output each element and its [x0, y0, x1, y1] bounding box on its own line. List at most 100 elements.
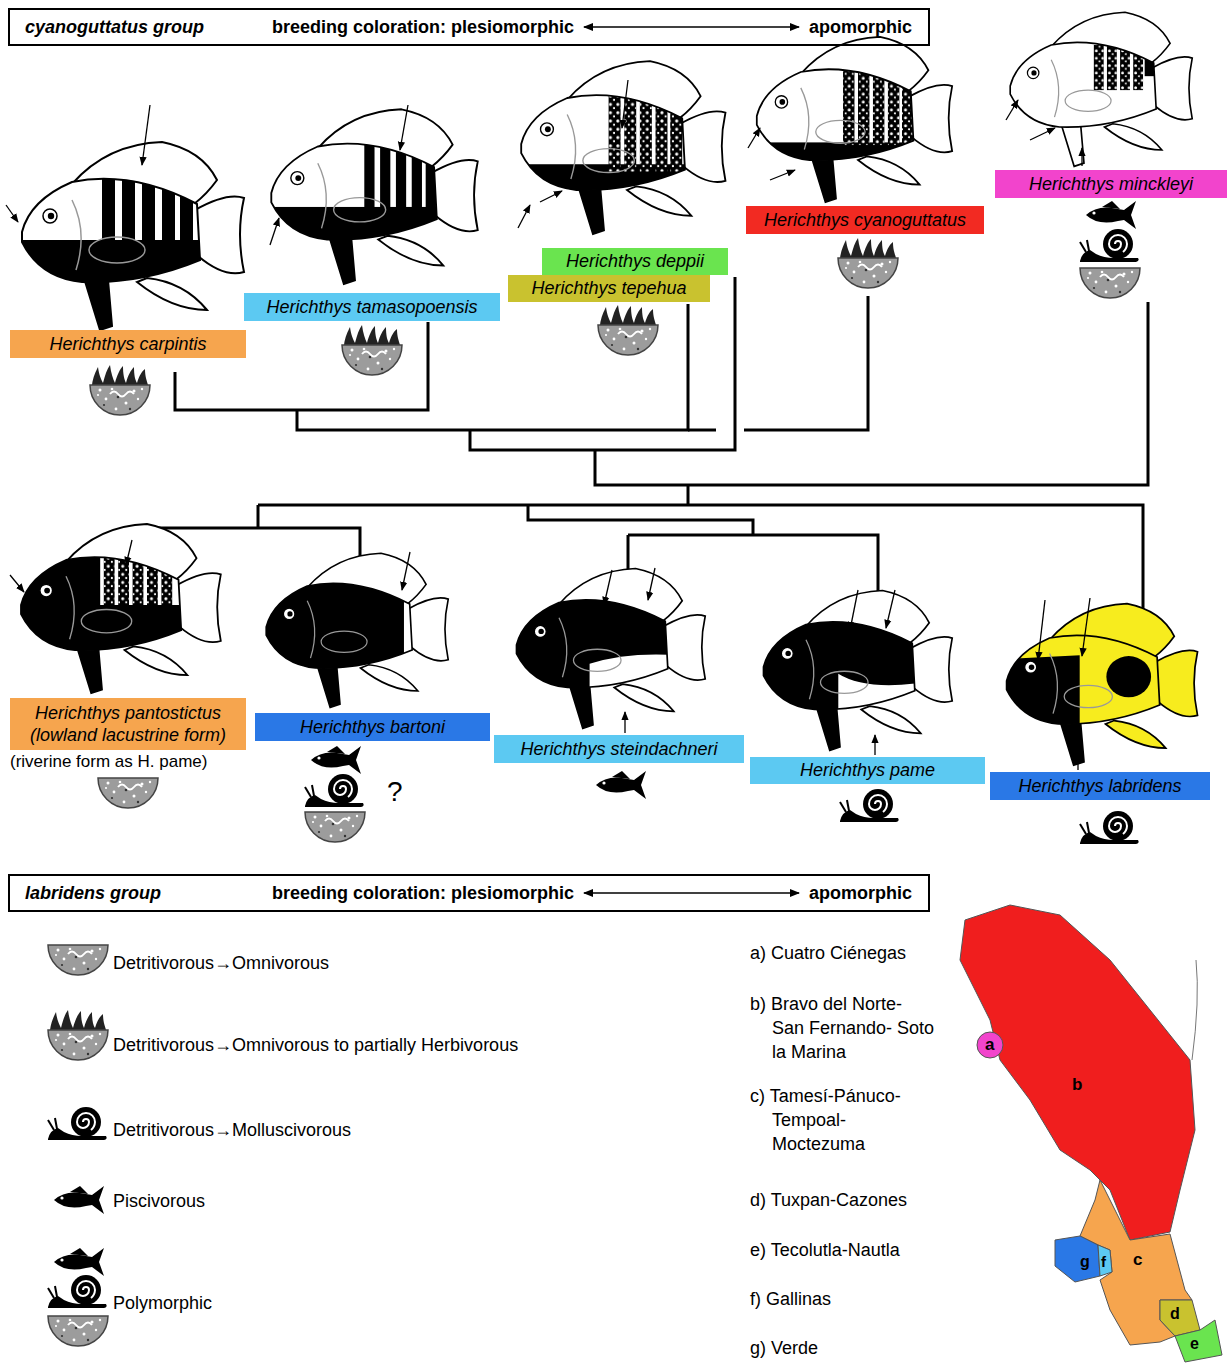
- pointer-arrow: [142, 105, 150, 165]
- fish-cyanoguttatus: [757, 69, 914, 160]
- diet-icon: [840, 789, 899, 822]
- fish-minckleyi: [1133, 45, 1143, 90]
- legend-entry: Detritivorous→Omnivorous to partially He…: [113, 1034, 518, 1056]
- fish-pame: [764, 622, 915, 710]
- phylogeny-tree: [297, 304, 688, 430]
- coloration-scale-label: breeding coloration: plesiomorphic: [272, 17, 574, 38]
- fish-tamasopoensis: [262, 109, 485, 284]
- legend-text: Detritivorous→Omnivorous: [113, 953, 329, 973]
- phylogeny-tree: [470, 277, 735, 450]
- diet-icon: [1080, 229, 1139, 262]
- pointer-arrow: [624, 712, 625, 733]
- pointer-arrow: [850, 590, 858, 630]
- coloration-scale-label: apomorphic: [809, 17, 912, 38]
- fish-deppii: [512, 93, 733, 219]
- phylogeny-tree: [744, 296, 868, 430]
- fish-pantostictus: [104, 551, 115, 614]
- fish-cyanoguttatus: [748, 70, 959, 195]
- phylogeny-tree: [257, 505, 260, 528]
- fish-tamasopoensis: [412, 137, 422, 249]
- species-label-box: Herichthys pantostictus (lowland lacustr…: [10, 698, 246, 750]
- diet-icon: [838, 258, 898, 288]
- legend-icon: [50, 1010, 106, 1030]
- uncertainty-mark: ?: [387, 777, 403, 807]
- drainage-map: [960, 905, 1222, 1362]
- drainage-map: [1175, 1320, 1222, 1362]
- drainage-key: e) Tecolutla-Nautla: [750, 1238, 935, 1262]
- species-name: Herichthys tepehua: [531, 278, 686, 299]
- coloration-scale-label: apomorphic: [809, 883, 912, 904]
- diet-icon: [311, 746, 361, 774]
- pointer-arrow: [402, 552, 410, 590]
- fish-minckleyi: [1133, 45, 1143, 90]
- pointer-arrow: [1030, 128, 1055, 140]
- fish-bartoni: [317, 665, 340, 708]
- fish-tamasopoensis: [364, 137, 374, 249]
- map-letter: a: [985, 1033, 994, 1057]
- pointer-arrow: [1038, 600, 1045, 660]
- species-label-box: Herichthys tepehua: [508, 275, 710, 302]
- fish-minckleyi: [1094, 45, 1104, 90]
- map-letter: f: [1101, 1250, 1106, 1274]
- drainage-map: [1055, 1236, 1100, 1282]
- fish-labridens: [1060, 721, 1084, 766]
- drainage-key: d) Tuxpan-Cazones: [750, 1188, 935, 1212]
- fish-deppii: [656, 93, 668, 171]
- fish-tamasopoensis: [380, 137, 390, 249]
- fish-deppii: [512, 164, 733, 219]
- species-label-box: Herichthys pame: [750, 757, 985, 784]
- pointer-arrow: [518, 205, 530, 228]
- species-label-box: Herichthys steindachneri: [494, 735, 744, 763]
- legend-icon: [48, 1030, 108, 1060]
- legend-icon: [48, 945, 108, 1346]
- pointer-arrow: [126, 540, 132, 565]
- diet-icon: [344, 325, 400, 345]
- fish-deppii: [512, 61, 733, 234]
- group-name: labridens group: [25, 883, 272, 904]
- fish-pantostictus: [21, 557, 181, 650]
- diet-icon: [90, 385, 150, 415]
- fish-pantostictus: [12, 515, 100, 695]
- fish-pantostictus: [77, 646, 102, 693]
- drainage-key: b) Bravo del Norte- San Fernando- Soto l…: [750, 992, 935, 1064]
- fish-minckleyi: [1010, 12, 1192, 166]
- fish-cyanoguttatus: [858, 70, 869, 145]
- map-letter: g: [1080, 1250, 1090, 1274]
- fish-minckleyi: [1061, 124, 1084, 167]
- fish-bartoni: [258, 545, 404, 709]
- fish-minckleyi: [1010, 42, 1156, 127]
- fish-cyanoguttatus: [873, 70, 884, 145]
- fish-cyanoguttatus: [843, 70, 854, 145]
- fish-cyanoguttatus: [811, 156, 836, 202]
- fish-pantostictus: [147, 551, 158, 614]
- pointer-arrow: [270, 218, 279, 245]
- coloration-scale-label: breeding coloration: plesiomorphic: [272, 883, 574, 904]
- legend-entry: Detritivorous→Molluscivorous: [113, 1119, 351, 1141]
- pointer-arrow: [400, 105, 408, 150]
- fish-steindachneri: [508, 560, 712, 730]
- species-name: Herichthys cyanoguttatus: [764, 210, 966, 231]
- fish-cyanoguttatus: [858, 70, 869, 145]
- fish-pame: [781, 640, 868, 700]
- species-name: Herichthys pame: [800, 760, 935, 781]
- pointer-arrow: [1081, 148, 1082, 166]
- legend-icon: [48, 1107, 107, 1140]
- fish-deppii: [609, 93, 621, 171]
- fish-minckleyi: [1027, 60, 1111, 117]
- legend-icon: [48, 1275, 107, 1308]
- group-header-box: labridens groupbreeding coloration: ples…: [8, 874, 930, 912]
- species-name: Herichthys bartoni: [300, 717, 445, 738]
- fish-pantostictus: [12, 515, 228, 695]
- species-name: Herichthys steindachneri: [520, 739, 717, 760]
- fish-tamasopoensis: [426, 137, 436, 249]
- legend-text: Detritivorous→Molluscivorous: [113, 1120, 351, 1140]
- pointer-arrow: [540, 191, 562, 202]
- species-label-box: Herichthys cyanoguttatus: [746, 206, 984, 234]
- map-letter: d: [1170, 1302, 1180, 1326]
- legend-icon: [48, 1316, 108, 1346]
- fish-deppii: [541, 115, 635, 179]
- group-header-box: cyanoguttatus groupbreeding coloration: …: [8, 8, 930, 46]
- fish-carpintis: [102, 162, 115, 292]
- drainage-map: [1098, 1245, 1112, 1276]
- fish-carpintis: [84, 278, 112, 330]
